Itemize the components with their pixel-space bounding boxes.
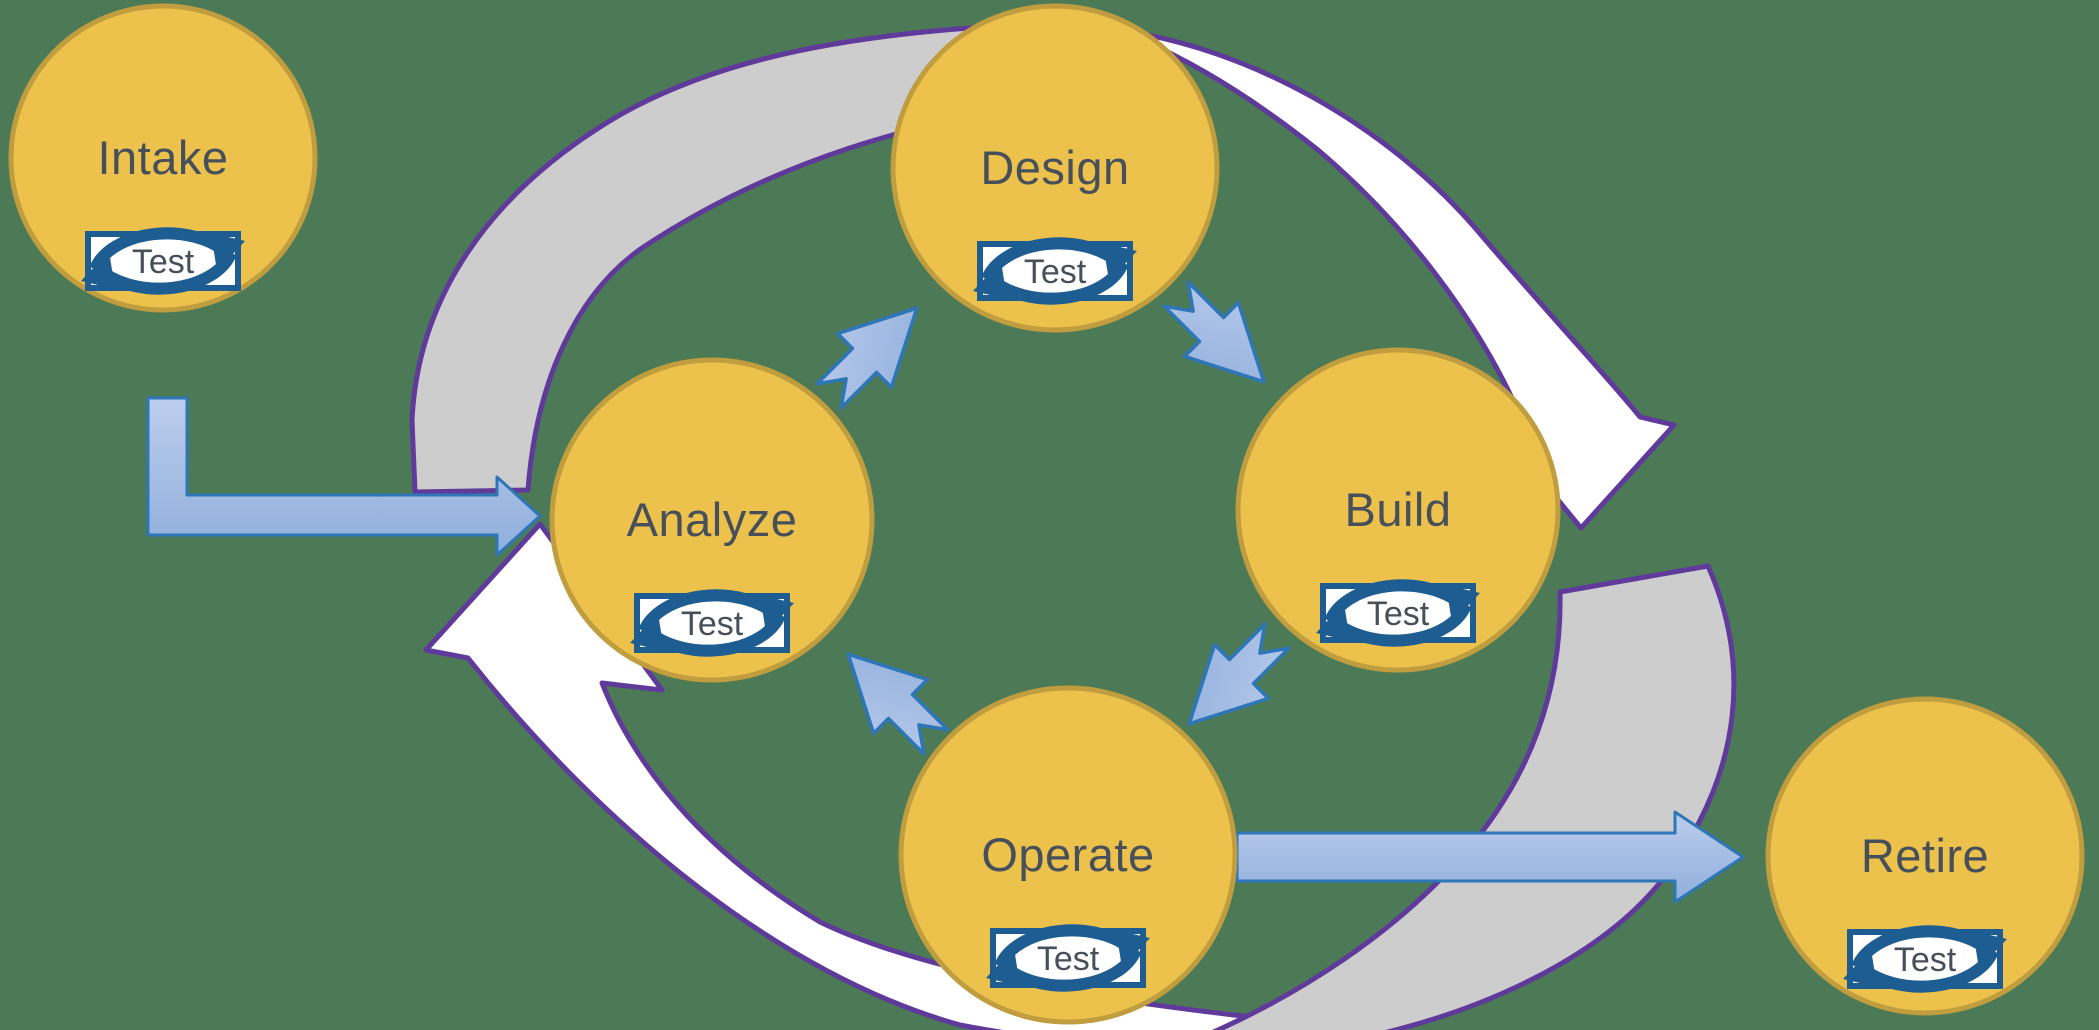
arrow-analyze-to-design	[815, 306, 919, 410]
cycle-arrowhead-icon	[986, 948, 1020, 986]
stage-operate: Operate Test	[898, 685, 1238, 1025]
arrow-intake-to-analyze	[146, 396, 542, 557]
analyze-label: Analyze	[627, 493, 798, 546]
arrow-design-to-build	[1162, 280, 1266, 384]
test-badge-label: Test	[681, 605, 744, 643]
operate-circle	[898, 685, 1238, 1025]
cycle-arrows-icon	[89, 227, 231, 272]
cycle-arrow-white-upper-right	[1115, 27, 1677, 531]
build-circle	[1235, 347, 1561, 673]
cycle-arrows-icon	[95, 250, 237, 295]
stage-retire: Retire Test	[1765, 696, 2085, 1016]
test-badge-label: Test	[1894, 941, 1957, 979]
test-badge-label: Test	[1024, 253, 1087, 291]
test-badge-label: Test	[1037, 940, 1100, 978]
stage-build: Build Test	[1235, 347, 1561, 673]
design-label: Design	[980, 141, 1129, 194]
stage-intake: Intake Test	[8, 3, 318, 313]
operate-label: Operate	[981, 828, 1154, 881]
test-badge-label: Test	[1367, 595, 1430, 633]
cycle-arrows-icon	[1000, 947, 1142, 992]
cycle-arrows-icon	[987, 260, 1129, 305]
test-badge: Test	[986, 924, 1150, 992]
stage-design: Design Test	[890, 3, 1220, 333]
design-circle	[890, 3, 1220, 333]
cycle-arrowhead-icon	[1316, 603, 1350, 641]
retire-circle	[1765, 696, 2085, 1016]
cycle-arrowhead-icon	[973, 261, 1007, 299]
analyze-circle	[549, 357, 875, 683]
cycle-arrows-icon	[644, 612, 786, 657]
cycle-arrowhead-icon	[1843, 949, 1877, 987]
cycle-arrows-icon	[638, 589, 780, 634]
cycle-arrowhead-icon	[630, 613, 664, 651]
intake-label: Intake	[97, 131, 228, 184]
cycle-arrow-white-lower-left	[423, 521, 1404, 1030]
cycle-band-gray-lower-right	[1211, 563, 1737, 1030]
cycle-arrows-icon	[1857, 948, 1999, 993]
cycle-arrowhead-icon	[81, 251, 115, 289]
retire-label: Retire	[1861, 829, 1989, 882]
arrow-operate-to-analyze	[846, 652, 950, 756]
test-badge: Test	[81, 227, 245, 295]
cycle-arrows-icon	[1324, 579, 1466, 624]
cycle-arrows-icon	[1851, 925, 1993, 970]
build-label: Build	[1344, 483, 1451, 536]
test-badge: Test	[1843, 925, 2007, 993]
test-badge: Test	[1316, 579, 1480, 647]
cycle-arrows-icon	[994, 924, 1136, 969]
cycle-arrows-icon	[981, 237, 1123, 282]
cycle-arrows-icon	[1330, 602, 1472, 647]
arrow-operate-to-retire	[1235, 810, 1745, 904]
test-badge-label: Test	[132, 243, 195, 281]
test-badge: Test	[973, 237, 1137, 305]
test-badge: Test	[630, 589, 794, 657]
stage-analyze: Analyze Test	[549, 357, 875, 683]
arrow-build-to-operate	[1187, 622, 1291, 726]
